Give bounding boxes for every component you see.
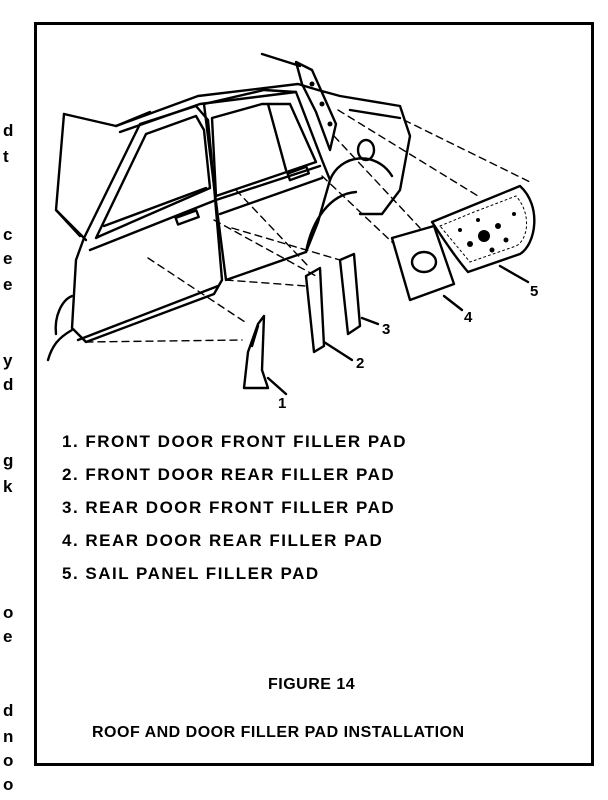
figure-title: FIGURE 14 xyxy=(268,676,356,693)
margin-fragment: e xyxy=(3,249,13,268)
rear-door-outline xyxy=(202,88,332,282)
sail-panel-filler-pad xyxy=(430,184,536,284)
margin-fragment: o xyxy=(3,603,14,622)
parts-legend: 1. FRONT DOOR FRONT FILLER PAD 2. FRONT … xyxy=(62,432,407,597)
figure-caption: ROOF AND DOOR FILLER PAD INSTALLATION xyxy=(92,724,465,741)
margin-fragment: t xyxy=(3,147,9,166)
margin-fragment: g xyxy=(3,451,14,470)
legend-item: 1. FRONT DOOR FRONT FILLER PAD xyxy=(62,432,408,451)
callout-3: 3 xyxy=(382,321,390,338)
margin-fragment: y xyxy=(3,351,13,370)
lower-fender-outline xyxy=(46,294,74,362)
callout-4: 4 xyxy=(464,309,473,326)
front-door-outline xyxy=(70,104,224,344)
margin-fragment: d xyxy=(3,121,14,140)
assembly-lines xyxy=(85,109,531,343)
margin-fragment: o xyxy=(3,751,14,770)
rear-door-rear-filler-pad xyxy=(390,224,464,312)
callout-1: 1 xyxy=(278,395,286,412)
quarter-panel-outline xyxy=(304,88,412,254)
figure-frame xyxy=(34,22,594,766)
legend-item: 2. FRONT DOOR REAR FILLER PAD xyxy=(62,465,396,484)
sail-panel-area xyxy=(260,52,338,152)
front-door-rear-filler-pad xyxy=(304,266,354,362)
margin-fragment: e xyxy=(3,627,13,646)
margin-fragment: n xyxy=(3,727,14,746)
rear-door-front-filler-pad xyxy=(338,252,380,336)
margin-fragment: e xyxy=(3,275,13,294)
legend-item: 4. REAR DOOR REAR FILLER PAD xyxy=(62,531,384,550)
legend-item: 5. SAIL PANEL FILLER PAD xyxy=(62,564,320,583)
callout-2: 2 xyxy=(356,355,364,372)
margin-fragment: k xyxy=(3,477,13,496)
legend-item: 3. REAR DOOR FRONT FILLER PAD xyxy=(62,498,396,517)
callout-5: 5 xyxy=(530,283,538,300)
margin-fragment: o xyxy=(3,775,14,794)
front-door-front-filler-pad xyxy=(242,314,288,396)
margin-fragment: d xyxy=(3,375,14,394)
margin-fragment: c xyxy=(3,225,13,244)
margin-fragment: d xyxy=(3,701,14,720)
